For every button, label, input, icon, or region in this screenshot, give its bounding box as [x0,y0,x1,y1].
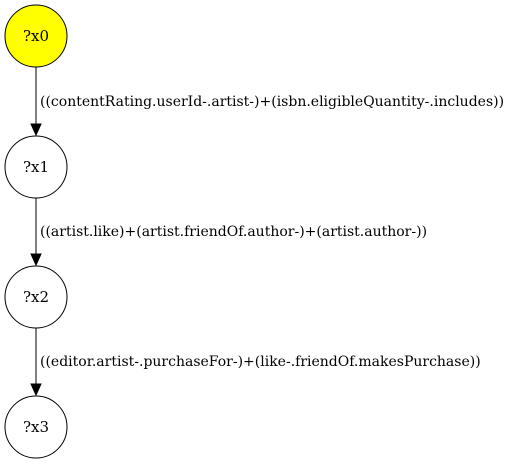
edge-label: ((contentRating.userId-.artist-)+(isbn.e… [40,94,504,110]
edge-x1-x2: ((artist.like)+(artist.friendOf.author-)… [30,198,427,267]
edge-x0-x1: ((contentRating.userId-.artist-)+(isbn.e… [30,67,504,137]
node-label: ?x2 [23,288,49,306]
node-circle [4,395,68,459]
arrowhead-icon [30,123,42,137]
node-label: ?x3 [23,418,49,436]
edge-label: ((artist.like)+(artist.friendOf.author-)… [40,224,427,240]
edge-label: ((editor.artist-.purchaseFor-)+(like-.fr… [40,354,481,370]
node-circle [4,265,68,329]
node-label: ?x1 [23,158,49,176]
node-x3[interactable]: ?x3 [4,395,68,459]
node-x0[interactable]: ?x0 [4,4,68,68]
node-x2[interactable]: ?x2 [4,265,68,329]
node-x1[interactable]: ?x1 [4,135,68,199]
node-circle [4,4,68,68]
arrowhead-icon [30,253,42,267]
edge-x2-x3: ((editor.artist-.purchaseFor-)+(like-.fr… [30,328,481,397]
node-label: ?x0 [23,27,49,45]
node-circle [4,135,68,199]
arrowhead-icon [30,383,42,397]
